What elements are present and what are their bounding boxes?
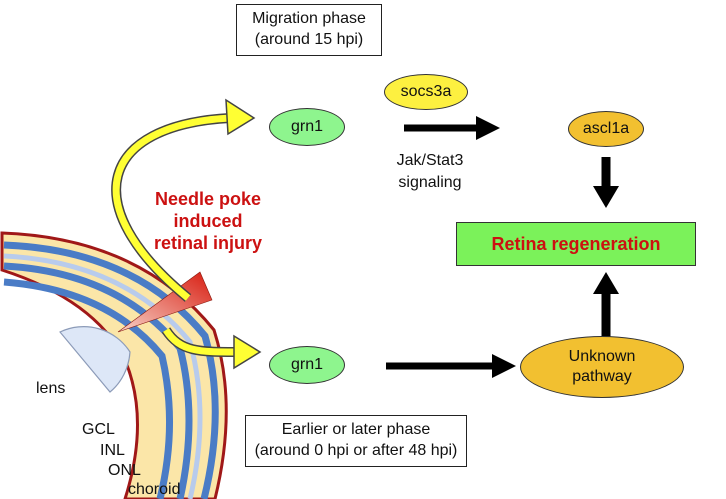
earlier-later-phase-box: Earlier or later phase (around 0 hpi or … [245, 415, 467, 467]
jak-stat3-label: Jak/Stat3 signaling [390, 150, 470, 194]
choroid-label: choroid [128, 481, 181, 498]
black-up-arrow-head [593, 272, 619, 294]
black-right-arrow-bottom-head [492, 354, 516, 378]
retina-band-lightblue [3, 253, 203, 499]
black-right-arrow-top-head [476, 116, 500, 140]
retina-band-blue-inner [3, 278, 174, 499]
inl-label: INL [100, 442, 125, 459]
injury-label: Needle poke induced retinal injury [140, 188, 276, 254]
jak-stat3-line1: Jak/Stat3 [396, 152, 464, 169]
socs3a-node: socs3a [384, 74, 468, 110]
unknown-pathway-line2: pathway [572, 368, 632, 385]
earlier-phase-line1: Earlier or later phase [281, 421, 431, 438]
yellow-arrowhead-bottom [233, 334, 262, 370]
migration-phase-line2: (around 15 hpi) [254, 31, 364, 48]
retina-regeneration-box: Retina regeneration [456, 222, 696, 266]
injury-line3: retinal injury [153, 233, 263, 253]
yellow-arrowhead-top [225, 98, 256, 136]
jak-stat3-line2: signaling [398, 174, 462, 191]
needle-cone [117, 271, 213, 333]
lens-shape [59, 326, 131, 393]
earlier-phase-line2: (around 0 hpi or after 48 hpi) [254, 442, 458, 459]
grn1-node-top: grn1 [269, 108, 345, 146]
onl-label: ONL [108, 462, 141, 479]
migration-phase-line1: Migration phase [252, 10, 366, 27]
yellow-arrows [111, 98, 262, 370]
migration-phase-box: Migration phase (around 15 hpi) [236, 4, 382, 56]
retina-band-blue-outer [3, 241, 219, 499]
unknown-pathway-node: Unknown pathway [520, 336, 684, 398]
lens-label: lens [36, 380, 66, 397]
black-down-arrow-head [593, 186, 619, 208]
injury-line1: Needle poke [154, 189, 262, 209]
grn1-node-bottom: grn1 [269, 346, 345, 384]
gcl-label: GCL [82, 421, 115, 438]
ascl1a-node: ascl1a [568, 111, 644, 147]
unknown-pathway-line1: Unknown [568, 348, 636, 365]
injury-line2: induced [173, 211, 243, 231]
